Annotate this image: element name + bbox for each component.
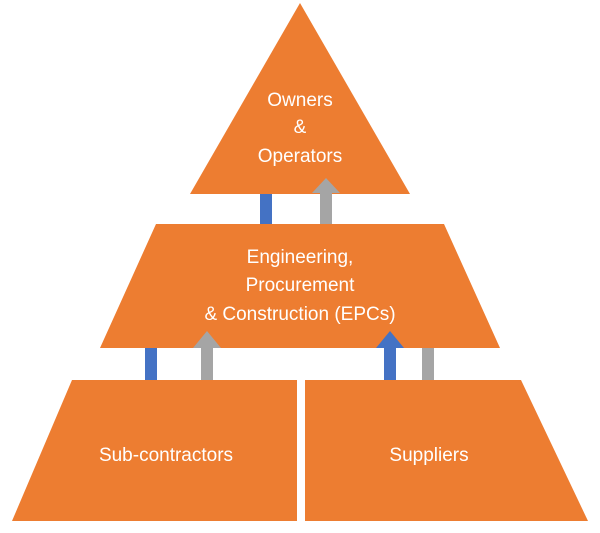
subcontractors-tier	[12, 380, 297, 521]
owners-operators-tier	[190, 3, 410, 194]
epc-tier	[100, 224, 500, 348]
owners-line-3: Operators	[258, 146, 342, 167]
epc-line-3: & Construction (EPCs)	[204, 304, 395, 325]
up-arrow-subcontractors-to-epc	[193, 331, 221, 380]
up-arrow-epc-to-owners	[312, 178, 340, 224]
up-arrow-suppliers-to-epc	[376, 331, 404, 380]
subcontractors-label: Sub-contractors	[99, 445, 233, 466]
epc-line-2: Procurement	[246, 275, 355, 296]
suppliers-label: Suppliers	[389, 445, 468, 466]
owners-line-1: Owners	[267, 90, 332, 111]
owners-line-2: &	[294, 117, 307, 138]
epc-line-1: Engineering,	[247, 247, 354, 268]
suppliers-tier	[305, 380, 588, 521]
